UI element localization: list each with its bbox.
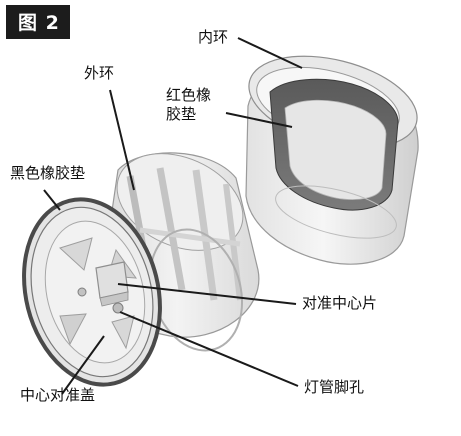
label-alignment-center-piece: 对准中心片 — [302, 294, 378, 312]
label-lamp-pin-hole: 灯管脚孔 — [304, 378, 365, 396]
label-black-rubber-gasket: 黑色橡胶垫 — [10, 164, 86, 182]
lamp-pin-holes — [77, 287, 124, 314]
leader-outer-ring — [109, 89, 135, 191]
label-outer-ring: 外环 — [84, 64, 115, 82]
figure-tag: 图 2 — [6, 5, 70, 39]
alignment-center-piece — [95, 261, 129, 307]
leader-center-cover — [61, 335, 105, 395]
leader-alignment-piece — [117, 283, 297, 305]
label-center-alignment-cover: 中心对准盖 — [20, 386, 96, 404]
inner-ring-part — [245, 55, 419, 265]
leader-black-gasket — [43, 189, 61, 211]
label-inner-ring: 内环 — [198, 28, 229, 46]
leader-pin-hole — [119, 311, 299, 387]
center-cover-part — [44, 220, 146, 364]
leader-red-gasket — [225, 112, 293, 128]
figure-tag-text: 图 2 — [18, 12, 60, 34]
label-red-rubber-gasket: 红色橡胶垫 — [166, 86, 212, 123]
leader-lines — [43, 37, 303, 395]
leader-inner-ring — [237, 37, 303, 69]
